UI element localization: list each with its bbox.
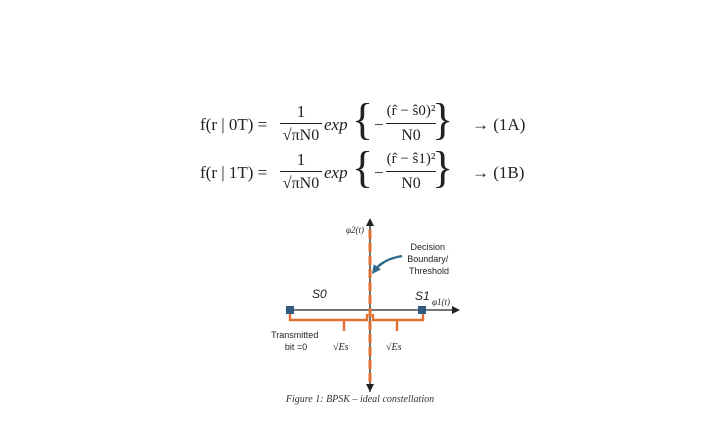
- exponent-numerator: (r̂ − ŝ0)²: [386, 103, 436, 119]
- exponent-denominator: N0: [401, 175, 421, 192]
- decision-boundary-label: Decision Boundary/ Threshold: [407, 242, 451, 276]
- minus-sign: −: [374, 115, 384, 134]
- figure-caption: Figure 1: BPSK – ideal constellation: [285, 394, 435, 405]
- right-brace: }: [432, 143, 454, 192]
- fraction-bar: [280, 123, 322, 124]
- exponent-numerator: (r̂ − ŝ1)²: [386, 151, 436, 167]
- x-axis-label: φ1(t): [432, 297, 450, 307]
- coefficient-fraction: 1 √πN0: [280, 102, 322, 147]
- coefficient-denominator: √πN0: [282, 175, 320, 192]
- coefficient-denominator: √πN0: [282, 127, 320, 144]
- equation-lhs: f(r | 0T) =: [200, 115, 268, 134]
- fraction-bar: [386, 171, 436, 172]
- equation-tag: → (1A): [472, 115, 526, 134]
- distance-bracket-right: [371, 314, 425, 322]
- fraction-bar: [386, 123, 436, 124]
- right-brace: }: [432, 95, 454, 144]
- point-label-s0: S0: [312, 287, 327, 301]
- y-axis-bottom-arrowhead: [366, 384, 374, 392]
- coefficient-numerator: 1: [296, 102, 306, 121]
- fraction-bar: [280, 171, 322, 172]
- point-label-s1: S1: [415, 289, 430, 303]
- decision-arrow: [371, 254, 403, 274]
- constellation-point-s1: [418, 306, 426, 314]
- y-axis-label: φ2(t): [346, 225, 364, 235]
- distance-bracket-left: [288, 314, 369, 322]
- equation-1b: f(r | 1T) = 1 √πN0 exp { − (r̂ − ŝ1)² N0…: [200, 144, 540, 198]
- left-brace: {: [352, 95, 374, 144]
- exp-word: exp: [324, 163, 348, 182]
- exp-word: exp: [324, 115, 348, 134]
- coefficient-fraction: 1 √πN0: [280, 150, 322, 195]
- sqrt-es-label-left: √Es: [333, 342, 349, 353]
- exponent-denominator: N0: [401, 127, 421, 144]
- coefficient-numerator: 1: [296, 150, 306, 169]
- minus-sign: −: [374, 163, 384, 182]
- constellation-point-s0: [286, 306, 294, 314]
- equation-1a: f(r | 0T) = 1 √πN0 exp { − (r̂ − ŝ0)² N0…: [200, 96, 540, 150]
- transmitted-bit-label: Transmitted bit =0: [271, 330, 321, 352]
- exponent-fraction: (r̂ − ŝ1)² N0: [386, 148, 436, 195]
- exponent-fraction: (r̂ − ŝ0)² N0: [386, 100, 436, 147]
- sqrt-es-label-right: √Es: [386, 342, 402, 353]
- left-brace: {: [352, 143, 374, 192]
- equation-lhs: f(r | 1T) =: [200, 163, 268, 182]
- equation-tag: → (1B): [472, 163, 525, 182]
